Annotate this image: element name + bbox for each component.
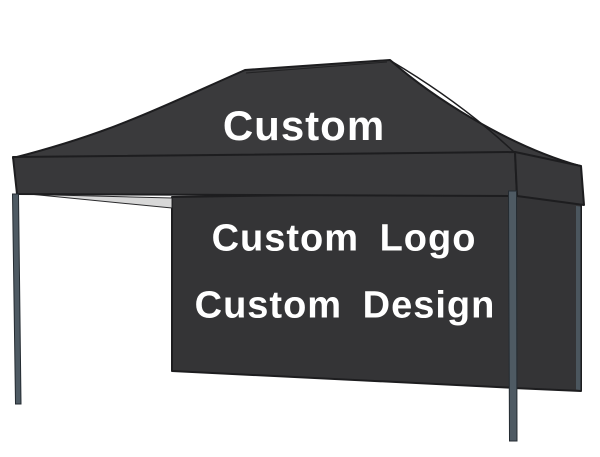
front-left-leg-pole (11, 193, 22, 405)
sidewall-print-line1: Custom Logo (211, 217, 477, 260)
front-right-leg-pole (507, 190, 518, 442)
front-valance (12, 151, 518, 197)
roof-hip-seam (390, 60, 516, 154)
sidewall-print-line2: Custom Design (194, 284, 496, 327)
back-right-leg-pole (576, 206, 581, 390)
side-valance (514, 151, 585, 206)
right-side-wall (512, 191, 582, 392)
roof-underside-wedge (33, 194, 173, 209)
canopy-roof (12, 59, 581, 167)
roof-peak-ridge-line (245, 61, 388, 74)
canopy-print-text: Custom (222, 102, 386, 149)
